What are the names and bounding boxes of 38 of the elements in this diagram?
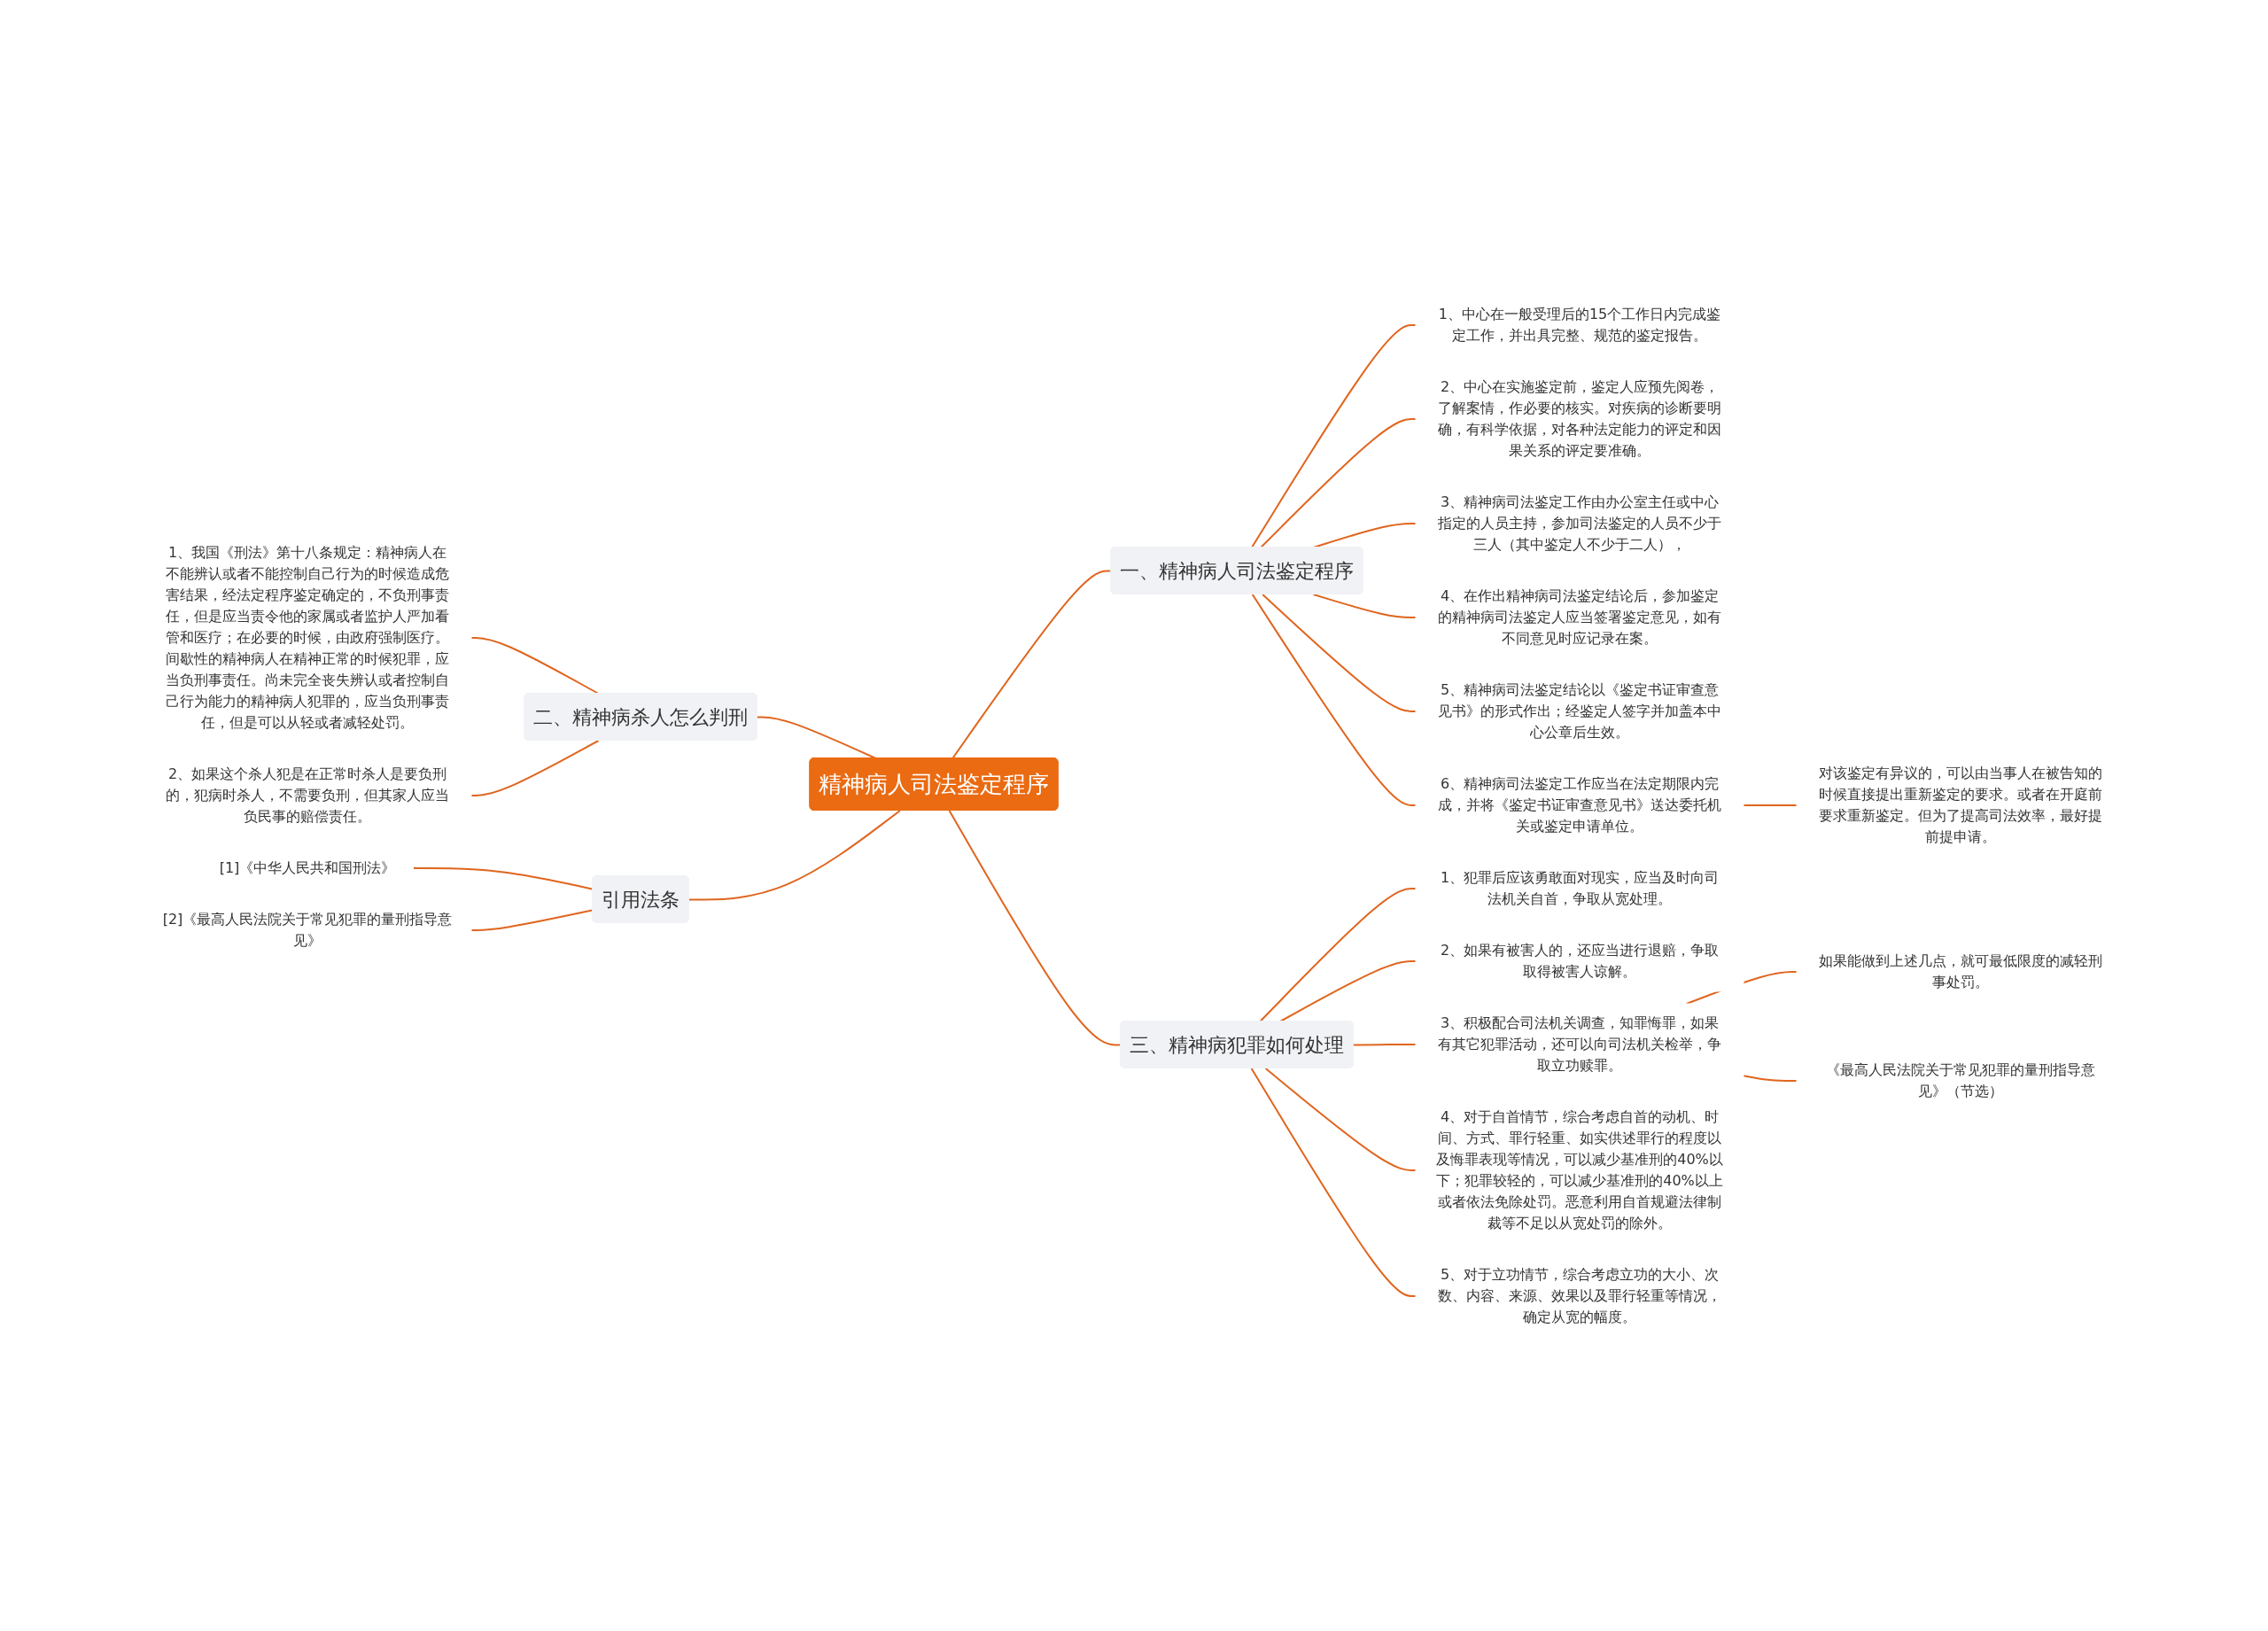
connector [1312,593,1417,618]
node-text: 2、中心在实施鉴定前，鉴定人应预先阅卷，了解案情，作必要的核实。对疾病的诊断要明确，有科学依据，对各种法定能力的评定和因果关系的评定要准确。 [1438,377,1721,459]
connector [951,569,1113,759]
node-text: 2、如果有被害人的，还应当进行退赔，争取取得被害人谅解。 [1440,941,1720,980]
connector [412,866,594,890]
node-text: 2、如果这个杀人犯是在正常时杀人是要负刑的，犯病时杀人，不需要负刑，但其家人应当负民事的赔偿责任。 [166,765,449,825]
node-text: 1、我国《刑法》第十八条规定：精神病人在不能辨认或者不能控制自己行为的时候造成危害结果，经法定程序鉴定确定的，不负刑事责任，但是应当责令他的家属或者监护人严加看管和医疗；在必要的时候，由政府强制医疗。间歇性的精神病人在精神正常的时候犯罪，应当负刑事责任。尚未完全丧失辨认或者控制自己行为能力的精神病人犯罪的，应当负刑事责任，但是可以从轻或者减轻处罚。 [166,543,449,731]
connector [470,636,600,695]
connector [1251,593,1417,806]
connector [687,809,901,900]
node-text: 1、犯罪后应该勇敢面对现实，应当及时向司法机关自首，争取从宽处理。 [1440,868,1720,907]
node-text: 如果能做到上述几点，就可最低限度的减轻刑事处罚。 [1819,951,2102,990]
connector [470,908,594,931]
connector [1264,1067,1417,1171]
connector [1352,1043,1417,1045]
node-text: [1]《中华人民共和国刑法》 [219,858,396,876]
node-text: 4、对于自首情节，综合考虑自首的动机、时间、方式、罪行轻重、如实供述罪行的程度以及悔罪表现等情况，可以减少基准刑的40%以下；犯罪较轻的，可以减少基准刑的40%以上或者依法免除处罚。恶意利用自首规避法律制裁等不足以从宽处罚的除外。 [1436,1107,1723,1231]
connector [1743,1074,1798,1082]
connector [1250,1067,1417,1297]
connector [1250,323,1417,548]
node-text: 4、在作出精神病司法鉴定结论后，参加鉴定的精神病司法鉴定人应当签署鉴定意见，如有不同意见时应记录在案。 [1438,586,1721,647]
node-text: 5、精神病司法鉴定结论以《鉴定书证审查意见书》的形式作出；经鉴定人签字并加盖本中心公章后生效。 [1438,680,1721,741]
node-text: 5、对于立功情节，综合考虑立功的大小、次数、内容、来源、效果以及罪行轻重等情况，确定从宽的幅度。 [1438,1265,1721,1325]
connector [1262,593,1417,712]
connector [1260,417,1417,548]
connector [948,809,1122,1045]
node-text: 1、中心在一般受理后的15个工作日内完成鉴定工作，并出具完整、规范的鉴定报告。 [1438,305,1721,344]
connector [756,715,877,759]
node-text: [2]《最高人民法院关于常见犯罪的量刑指导意见》 [162,910,453,949]
node-text: 6、精神病司法鉴定工作应当在法定期限内完成，并将《鉴定书证审查意见书》送达委托机关或鉴定申请单位。 [1438,774,1721,835]
node-text: 对该鉴定有异议的，可以由当事人在被告知的时候直接提出重新鉴定的要求。或者在开庭前要求重新鉴定。但为了提高司法效率，最好提前提申请。 [1819,764,2102,845]
connector [470,739,600,796]
node-text: 3、积极配合司法机关调查，知罪悔罪，如果有其它犯罪活动，还可以向司法机关检举，争取立功赎罪。 [1438,1014,1721,1074]
node-text: 3、精神病司法鉴定工作由办公室主任或中心指定的人员主持，参加司法鉴定的人员不少于三人（其中鉴定人不少于二人）， [1438,493,1721,553]
connector [1259,887,1417,1022]
node-text: 《最高人民法院关于常见犯罪的量刑指导意见》（节选） [1826,1060,2095,1099]
connector [1279,959,1417,1022]
connector [1743,804,1798,806]
